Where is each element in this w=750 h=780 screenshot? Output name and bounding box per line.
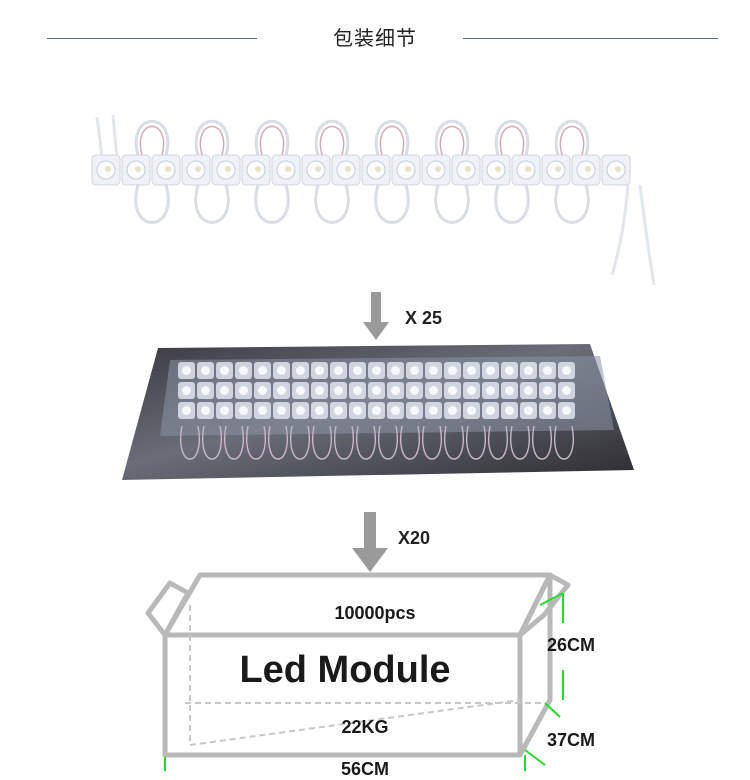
header-rule-right xyxy=(463,38,718,39)
section-header: 包装细节 xyxy=(0,0,750,75)
carton-diagram: 10000pcs Led Module 22KG 26CM 37CM 56CM xyxy=(0,565,750,779)
down-arrow-icon xyxy=(352,512,388,572)
step-arrow-1 xyxy=(363,292,389,340)
packaged-bag-photo xyxy=(0,340,750,485)
carton-weight: 22KG xyxy=(341,717,389,737)
carton-height: 26CM xyxy=(547,635,596,655)
carton-brand: Led Module xyxy=(239,649,451,691)
led-strip-photo xyxy=(0,105,750,290)
carton-length: 56CM xyxy=(340,759,389,779)
header-rule-left xyxy=(47,38,257,39)
carton-quantity: 10000pcs xyxy=(334,603,416,623)
carton-depth: 37CM xyxy=(547,730,596,750)
down-arrow-icon xyxy=(363,292,389,340)
section-title: 包装细节 xyxy=(333,26,417,50)
step-arrow-2 xyxy=(352,512,388,572)
step-multiplier-1: X 25 xyxy=(405,308,443,328)
step-multiplier-2: X20 xyxy=(398,528,431,548)
